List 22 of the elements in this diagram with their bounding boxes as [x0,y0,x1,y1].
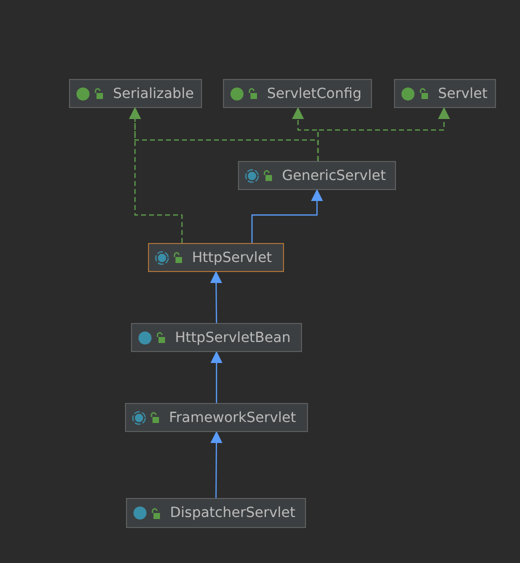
inheritance-arrow [210,271,222,323]
inheritance-arrow [251,189,323,243]
class-name: ServletConfig [267,86,362,102]
inheritance-arrow [129,107,183,243]
class-name: Serializable [113,86,194,102]
class-box [131,323,302,352]
inheritance-arrow [317,107,450,161]
class-name: FrameworkServlet [169,410,296,426]
class-box [69,79,202,108]
class-name: GenericServlet [282,168,386,184]
class-name: DispatcherServlet [170,505,296,521]
class-box [238,161,396,190]
class-name: HttpServlet [192,250,272,266]
class-box [125,403,308,432]
inheritance-arrow [210,431,222,498]
class-box [148,243,284,272]
class-name: HttpServletBean [175,330,291,346]
class-box [126,498,306,528]
class-name: Servlet [438,86,488,102]
class-box [394,79,496,108]
inheritance-arrow [210,351,222,403]
class-box [223,79,372,108]
